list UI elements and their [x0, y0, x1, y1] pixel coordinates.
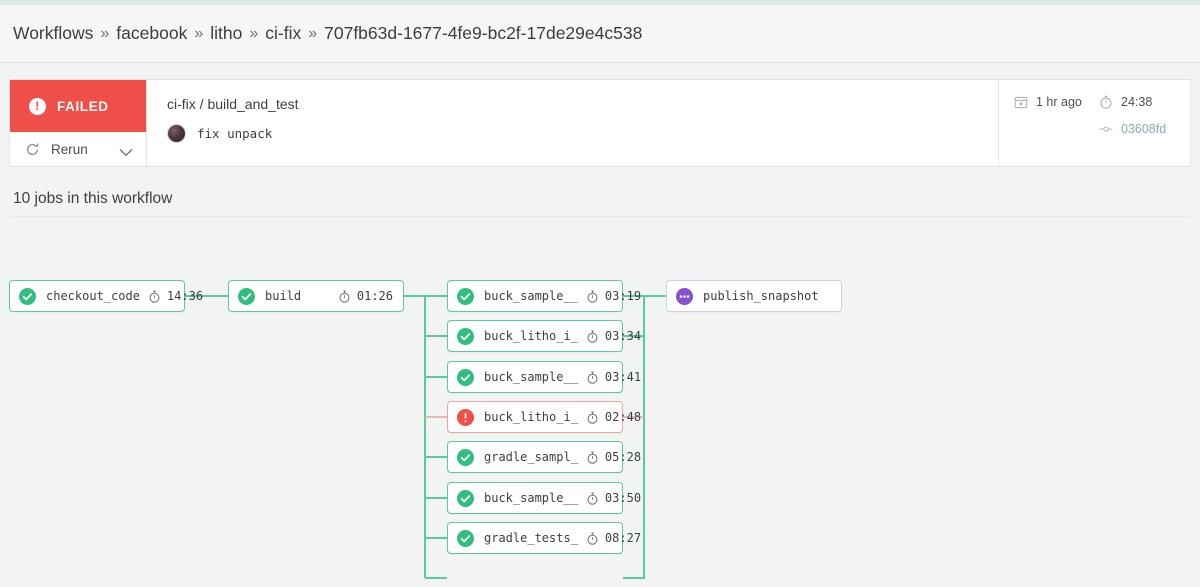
top-accent-strip [0, 0, 1200, 5]
workflow-header-card: ! FAILED Rerun ci-fix / build_and_test f… [9, 79, 1191, 167]
job-node-duration: 03:41 [586, 370, 641, 384]
alert-circle-icon: ! [29, 97, 46, 115]
meta-line-primary: 1 hr ago 24:38 [1014, 92, 1190, 112]
job-node-label: buck_sample__ [484, 491, 578, 505]
commit-node-icon [1099, 122, 1113, 136]
workflow-info-column: ci-fix / build_and_test fix unpack [147, 80, 998, 166]
job-node-buck-litho-1[interactable]: buck_litho_i_ 03:34 [447, 320, 641, 352]
chevron-down-icon[interactable] [119, 145, 133, 156]
job-node-time-text: 05:28 [604, 450, 642, 464]
job-node-gradle-sample[interactable]: gradle_sampl_ 05:28 [447, 441, 641, 473]
duration-cell: 24:38 [1099, 95, 1184, 109]
stopwatch-icon [148, 290, 161, 303]
stopwatch-icon [338, 290, 351, 303]
breadcrumb-separator: » [194, 24, 204, 42]
job-node-duration: 02:48 [586, 410, 641, 424]
breadcrumb: Workflows » facebook » litho » ci-fix » … [0, 23, 642, 44]
job-node-build[interactable]: build 01:26 [228, 280, 404, 312]
workflow-job-title: ci-fix / build_and_test [167, 96, 299, 112]
job-node-gradle-tests[interactable]: gradle_tests_ 08:27 [447, 522, 641, 554]
breadcrumb-item-branch[interactable]: ci-fix [265, 23, 302, 43]
stopwatch-icon [586, 451, 599, 464]
workflow-meta-column: 1 hr ago 24:38 03608fd [998, 80, 1190, 166]
job-node-time-text: 02:48 [604, 410, 642, 424]
rerun-button[interactable]: Rerun [10, 132, 146, 166]
job-node-duration: 14:36 [148, 289, 203, 303]
rerun-label: Rerun [51, 141, 88, 157]
commit-hash-link[interactable]: 03608fd [1121, 122, 1167, 136]
job-node-label: buck_sample__ [484, 289, 578, 303]
section-divider [11, 216, 1189, 217]
breadcrumb-item-workflows[interactable]: Workflows [13, 23, 94, 43]
job-node-time-text: 08:27 [604, 531, 642, 545]
stopwatch-icon [586, 532, 599, 545]
job-node-publish-snapshot[interactable]: publish_snapshot [666, 280, 842, 312]
job-node-checkout-code[interactable]: checkout_code 14:36 [9, 280, 203, 312]
job-node-label: checkout_code [46, 289, 140, 303]
meta-line-commit: 03608fd [1014, 119, 1190, 139]
job-node-duration: 03:19 [586, 289, 641, 303]
job-node-label: gradle_sampl_ [484, 450, 578, 464]
breadcrumb-separator: » [100, 24, 110, 42]
job-node-duration: 03:34 [586, 329, 641, 343]
stopwatch-icon [586, 411, 599, 424]
commit-row: fix unpack [167, 124, 998, 143]
stopwatch-icon [586, 290, 599, 303]
check-circle-icon [19, 287, 36, 305]
breadcrumb-item-org[interactable]: facebook [116, 23, 188, 43]
job-node-label: buck_litho_i_ [484, 410, 578, 424]
breadcrumb-separator: » [249, 24, 259, 42]
job-node-label: buck_sample__ [484, 370, 578, 384]
duration-text: 24:38 [1121, 95, 1153, 109]
workflow-graph: checkout_code 14:36 build 01:26 buck_sam… [0, 240, 1200, 587]
job-node-buck-litho-2[interactable]: buck_litho_i_ 02:48 [447, 401, 641, 433]
check-circle-icon [457, 529, 474, 547]
stopwatch-icon [1099, 95, 1113, 109]
on-hold-dots-icon [676, 287, 693, 305]
job-node-duration: 05:28 [586, 450, 641, 464]
job-node-time-text: 03:19 [604, 289, 642, 303]
status-column: ! FAILED Rerun [10, 80, 147, 166]
time-ago-cell: 1 hr ago [1014, 95, 1099, 109]
job-node-duration: 08:27 [586, 531, 641, 545]
check-circle-icon [457, 368, 474, 386]
breadcrumb-separator: » [308, 24, 318, 42]
job-node-time-text: 14:36 [166, 289, 204, 303]
job-node-time-text: 01:26 [356, 289, 393, 303]
job-node-time-text: 03:41 [604, 370, 642, 384]
job-node-buck-sample-2[interactable]: buck_sample__ 03:41 [447, 361, 641, 393]
job-node-label: gradle_tests_ [484, 531, 578, 545]
check-circle-icon [457, 489, 474, 507]
check-circle-icon [457, 327, 474, 345]
alert-circle-icon [457, 408, 474, 426]
breadcrumb-bar: Workflows » facebook » litho » ci-fix » … [0, 5, 1200, 63]
commit-hash-cell[interactable]: 03608fd [1099, 122, 1184, 136]
calendar-icon [1014, 95, 1028, 109]
job-node-label: build [265, 289, 302, 303]
job-node-duration: 03:50 [586, 491, 641, 505]
commit-message: fix unpack [197, 126, 273, 141]
job-node-label: publish_snapshot [703, 289, 819, 303]
graph-connectors [185, 295, 666, 579]
check-circle-icon [457, 287, 474, 305]
stopwatch-icon [586, 371, 599, 384]
check-circle-icon [238, 287, 255, 305]
avatar [167, 124, 186, 143]
status-badge: ! FAILED [10, 80, 146, 132]
job-node-buck-sample-3[interactable]: buck_sample__ 03:50 [447, 482, 641, 514]
job-node-label: buck_litho_i_ [484, 329, 578, 343]
stopwatch-icon [586, 330, 599, 343]
breadcrumb-item-workflow-id[interactable]: 707fb63d-1677-4fe9-bc2f-17de29e4c538 [324, 23, 643, 43]
job-node-duration: 01:26 [338, 289, 393, 303]
time-ago-text: 1 hr ago [1036, 95, 1082, 109]
stopwatch-icon [586, 492, 599, 505]
job-node-time-text: 03:34 [604, 329, 642, 343]
check-circle-icon [457, 448, 474, 466]
jobs-count-text: 10 jobs in this workflow [13, 190, 173, 207]
job-node-time-text: 03:50 [604, 491, 642, 505]
breadcrumb-item-repo[interactable]: litho [210, 23, 243, 43]
job-node-buck-sample-1[interactable]: buck_sample__ 03:19 [447, 280, 641, 312]
status-badge-label: FAILED [57, 98, 109, 114]
refresh-icon [25, 142, 40, 157]
